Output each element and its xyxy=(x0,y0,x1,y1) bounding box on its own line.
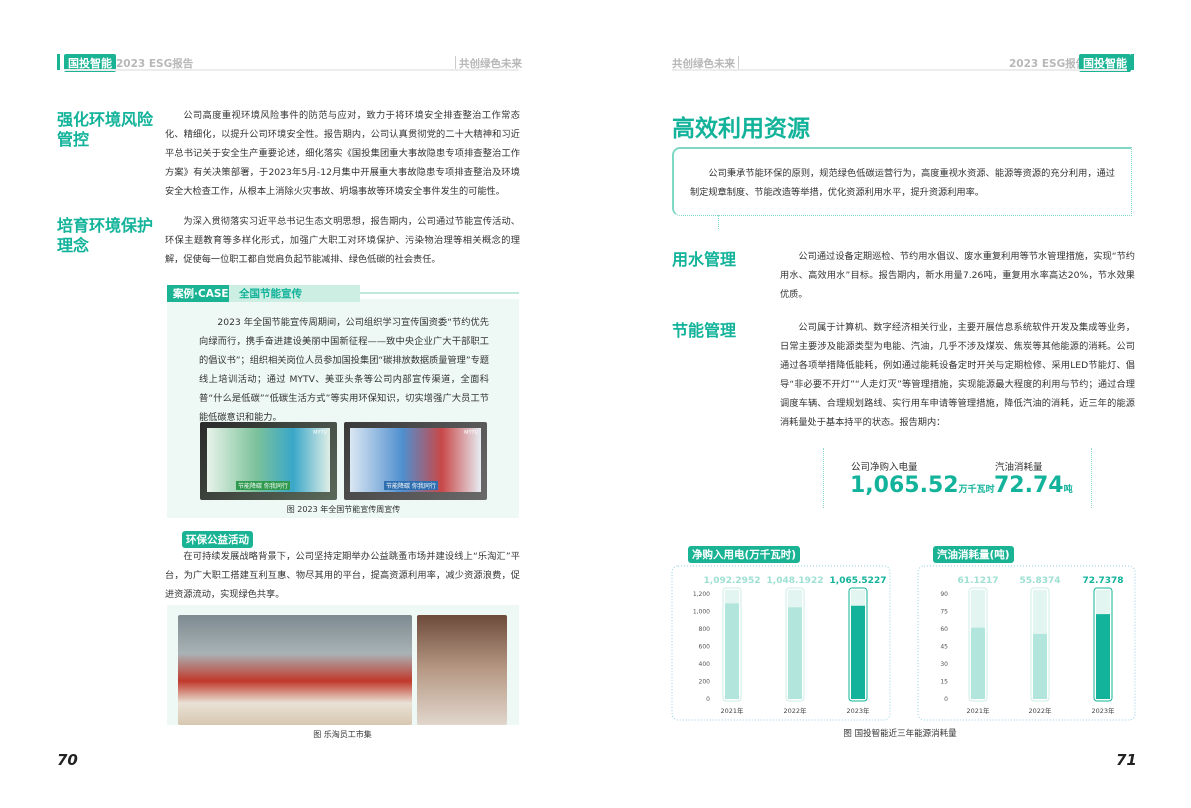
y-tick-label: 15 xyxy=(940,679,948,686)
page-number: 71 xyxy=(1116,751,1137,769)
y-tick-label: 0 xyxy=(944,696,948,703)
bar-value-label: 72.7378 xyxy=(1083,576,1124,586)
case-caption: 图 2023 年全国节能宣传周宣传 xyxy=(286,505,401,514)
header-divider xyxy=(672,69,1127,71)
activity-text: 在可持续发展战略背景下，公司坚持定期举办公益跳蚤市场并建设线上“乐淘汇”平台，为… xyxy=(165,551,520,600)
page-number: 70 xyxy=(57,751,78,769)
flea-market-photo-2 xyxy=(417,615,507,725)
x-tick-label: 2022年 xyxy=(783,706,807,715)
y-tick-label: 0 xyxy=(706,696,710,703)
screen-slogan: 节能降碳 你我同行 xyxy=(236,481,290,490)
bar-value-label: 1,048.1922 xyxy=(767,576,824,586)
intro-text: 公司秉承节能环保的原则，规范绿色低碳运营行为，高度重视水资源、能源等资源的充分利… xyxy=(690,168,1115,198)
report-title: 2023 ESG报告 xyxy=(1009,58,1087,70)
y-tick-label: 1,200 xyxy=(693,591,710,598)
kpi-divider xyxy=(1091,448,1092,508)
kpi-gasoline-unit: 吨 xyxy=(1063,485,1073,495)
energy-week-photo-1: 节能降碳 你我同行 MYTV xyxy=(200,422,337,500)
y-tick-label: 45 xyxy=(940,644,948,651)
header-divider xyxy=(64,69,519,71)
screen-logo: MYTV xyxy=(464,430,478,436)
slogan: 共创绿色未来 xyxy=(455,56,522,71)
x-tick-label: 2023年 xyxy=(1091,706,1115,715)
section-title-awareness: 培育环境保护理念 xyxy=(57,216,154,255)
y-tick-label: 75 xyxy=(940,609,948,616)
bar-value-label: 55.8374 xyxy=(1020,576,1061,586)
flea-market-photo-1 xyxy=(178,615,412,725)
section-title-risk: 强化环境风险管控 xyxy=(57,110,154,149)
x-tick-label: 2023年 xyxy=(846,706,870,715)
bar-value-label: 1,065.5227 xyxy=(830,576,887,586)
bar-2022年 xyxy=(788,607,802,699)
y-tick-label: 800 xyxy=(699,626,711,633)
brand-badge: 国投智能 xyxy=(1079,54,1131,72)
bar-value-label: 1,092.2952 xyxy=(704,576,761,586)
y-tick-label: 90 xyxy=(940,591,948,598)
report-title: 2023 ESG报告 xyxy=(116,58,194,70)
bar-2023年 xyxy=(851,605,865,699)
y-tick-label: 400 xyxy=(699,661,711,668)
energy-text: 公司属于计算机、数字经济相关行业，主要开展信息系统软件开发及集成等业务，日常主要… xyxy=(780,322,1135,428)
screen-slogan: 节能降碳 你我同行 xyxy=(384,481,438,490)
kpi-gasoline-label: 汽油消耗量 xyxy=(995,462,1043,473)
y-tick-label: 1,000 xyxy=(693,609,710,616)
energy-title: 节能管理 xyxy=(672,321,737,340)
kpi-electricity-value: 1,065.52 xyxy=(850,473,959,498)
chart-frame xyxy=(671,565,891,721)
callout-tail xyxy=(718,215,719,229)
bar-2023年 xyxy=(1096,614,1110,699)
x-tick-label: 2021年 xyxy=(966,706,990,715)
chart-title-electricity: 净购入用电(万千瓦时) xyxy=(688,546,801,563)
y-tick-label: 30 xyxy=(940,661,948,668)
chart-caption: 图 国投智能近三年能源消耗量 xyxy=(843,729,957,739)
bar-2021年 xyxy=(725,603,739,699)
header-accent-bar xyxy=(57,54,60,70)
slogan: 共创绿色未来 xyxy=(672,56,739,71)
section-text-risk: 公司高度重视环境风险事件的防范与应对，致力于将环境安全排查整治工作常态化、精细化… xyxy=(165,110,520,197)
case-text: 2023 年全国节能宣传周期间，公司组织学习宣传国资委“节约优先向绿而行，携手奋… xyxy=(199,317,489,423)
activity-title: 环保公益活动 xyxy=(182,531,253,548)
kpi-electricity-label: 公司净购入电量 xyxy=(851,462,918,473)
bar-2021年 xyxy=(971,627,985,699)
y-tick-label: 600 xyxy=(699,644,711,651)
kpi-gasoline-value: 72.74 xyxy=(994,473,1064,498)
page-title: 高效利用资源 xyxy=(672,115,810,142)
intro-callout xyxy=(672,147,1132,216)
activity-caption: 图 乐淘员工市集 xyxy=(313,730,372,739)
section-text-awareness: 为深入贯彻落实习近平总书记生态文明思想，报告期内，公司通过节能宣传活动、环保主题… xyxy=(165,216,520,265)
case-rule xyxy=(360,292,519,294)
screen-logo: MYTV xyxy=(313,430,327,436)
x-tick-label: 2022年 xyxy=(1028,706,1052,715)
chart-frame xyxy=(917,565,1136,721)
energy-week-photo-2: 节能降碳 你我同行 MYTV xyxy=(344,422,487,500)
case-title: 全国节能宣传 xyxy=(229,285,360,302)
bar-value-label: 61.1217 xyxy=(958,576,999,586)
header-accent-bar xyxy=(1131,54,1134,70)
y-tick-label: 60 xyxy=(940,626,948,633)
y-tick-label: 200 xyxy=(699,679,711,686)
case-tag: 案例·CASE xyxy=(167,285,235,302)
kpi-electricity-unit: 万千瓦时 xyxy=(958,485,995,495)
water-text: 公司通过设备定期巡检、节约用水倡议、废水重复利用等节水管理措施，实现“节约用水、… xyxy=(780,251,1135,300)
chart-title-gasoline: 汽油消耗量(吨) xyxy=(933,546,1014,563)
water-title: 用水管理 xyxy=(672,250,737,269)
x-tick-label: 2021年 xyxy=(720,706,744,715)
kpi-divider xyxy=(823,448,824,508)
bar-2022年 xyxy=(1033,633,1047,699)
brand-badge: 国投智能 xyxy=(64,54,116,72)
